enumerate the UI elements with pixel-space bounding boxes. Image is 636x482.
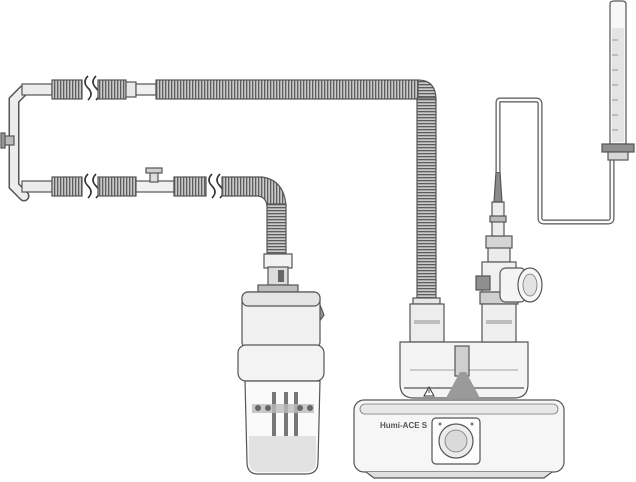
collected-water <box>249 436 316 472</box>
vertical-inspiratory-tube <box>416 97 437 301</box>
lower-elbow <box>221 176 287 207</box>
lower-limb-tube <box>51 167 287 255</box>
tube-break-mark <box>84 75 92 101</box>
feed-line <box>495 97 615 225</box>
feed-bag-cap <box>601 143 635 153</box>
brand-label: Humi-ACE S <box>380 421 428 430</box>
long-upper-tube <box>155 79 419 100</box>
lower-left-connector <box>21 180 53 193</box>
humidifier: Humi-ACE S <box>353 303 565 479</box>
water-trap <box>237 253 325 475</box>
wye-connector <box>0 84 30 202</box>
upper-cuff <box>135 83 157 96</box>
feed-bag <box>601 0 635 161</box>
upper-limb-tube <box>51 75 441 305</box>
inlet-assembly <box>475 97 615 343</box>
inlet-valve <box>485 235 513 249</box>
tube-elbow <box>416 79 437 101</box>
lower-connector <box>135 180 175 193</box>
bellows-tube <box>51 79 83 100</box>
upper-left-connector <box>21 83 53 96</box>
feed-cone <box>446 372 480 398</box>
